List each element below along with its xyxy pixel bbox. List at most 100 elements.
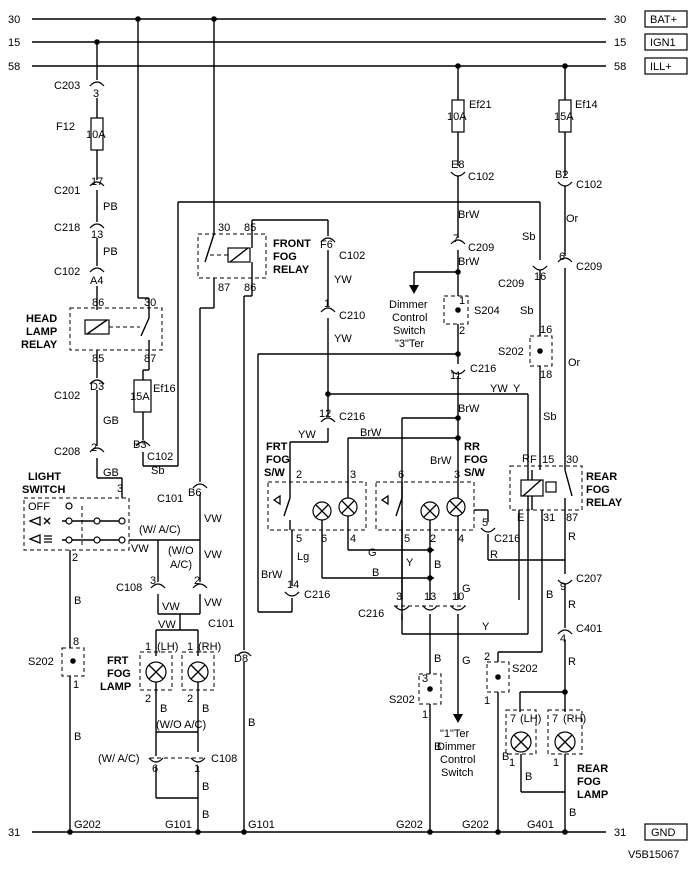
rr-fog-sw-title: S/W	[464, 467, 485, 479]
c216-pin3: 3	[396, 591, 402, 603]
c101-lamp-label: C101	[208, 618, 234, 630]
without-ac-note: A/C)	[170, 559, 192, 571]
splice-s204	[443, 295, 469, 325]
c401-pin: 4	[560, 633, 566, 645]
rear-lh-label: (LH)	[520, 713, 541, 725]
switch-contact	[118, 536, 126, 544]
c108-top-pin3: 3	[150, 575, 156, 587]
splice-s202-left	[61, 647, 85, 677]
frt-lamp-pin: 1	[145, 641, 151, 653]
rfr-pin: 15	[542, 454, 554, 466]
s202-pin1: 1	[422, 709, 428, 721]
splice-dot	[70, 658, 76, 664]
splice-dot	[455, 307, 461, 313]
wire-lg: Lg	[297, 551, 309, 563]
wire-b: B	[74, 595, 81, 607]
rail-58-left: 58	[8, 61, 20, 73]
wire-b: B	[569, 807, 576, 819]
rr-sw-pin: 2	[430, 533, 436, 545]
front-fog-relay-title: RELAY	[273, 264, 310, 276]
s202-pin1: 1	[484, 695, 490, 707]
c216-5-pin: 5	[482, 517, 488, 529]
s202-center-label: S202	[389, 694, 415, 706]
ffr-pin-87: 87	[218, 282, 230, 294]
c102-b2-label: C102	[576, 179, 602, 191]
rr-sw-pin: 5	[404, 533, 410, 545]
connector-c216-11	[450, 369, 466, 375]
rear-fog-lamps: 7 7 (LH) (RH) 1 1 REAR FOG LAMP B B G401	[505, 709, 608, 835]
wire-brw: BrW	[458, 209, 480, 221]
c207-label: C207	[576, 573, 602, 585]
arrow-down-icon	[409, 285, 419, 294]
rail-15-right: 15	[614, 37, 626, 49]
wire-brw: BrW	[360, 427, 382, 439]
c102-a4-label: C102	[54, 266, 80, 278]
wire-b: B	[160, 703, 167, 715]
ffr-pin-30: 30	[218, 222, 230, 234]
head-lamp-relay	[69, 307, 163, 351]
rfr-pin: 31	[543, 512, 555, 524]
c209-16-label: C209	[498, 278, 524, 290]
connector-c210	[320, 307, 336, 313]
ign-label-box	[644, 33, 688, 51]
connector-c216-12	[320, 417, 336, 423]
wire-b: B	[202, 781, 209, 793]
front-fog-lamps: C108 3 2 VW VW VW C101 (LH) (RH) 1 1 2 2…	[98, 575, 237, 835]
d8-label: D8	[234, 653, 248, 665]
ground-g202: G202	[396, 819, 423, 831]
wire-vw: VW	[204, 549, 222, 561]
rfr-pin: E	[517, 512, 524, 524]
s204-label: S204	[474, 305, 500, 317]
c210-pin: 1	[324, 298, 330, 310]
wire-vw: VW	[158, 619, 176, 631]
c216-pin10: 10	[452, 591, 464, 603]
wire-yw: YW	[334, 333, 352, 345]
ign-label: IGN1	[650, 37, 676, 49]
c201-pin: 17	[91, 176, 103, 188]
power-rails: 30 15 58 31 30 15 58 31 BAT+ IGN1 ILL+ G…	[8, 10, 688, 841]
ill-label: ILL+	[650, 61, 672, 73]
c203-pin: 3	[93, 88, 99, 100]
splice-dot	[495, 674, 501, 680]
rr-sw-pin: 6	[398, 469, 404, 481]
ground-g101: G101	[165, 819, 192, 831]
wire-b: B	[202, 809, 209, 821]
light-switch-pin2: 2	[72, 552, 78, 564]
wire-r: R	[568, 531, 576, 543]
connector-c209-7	[450, 239, 466, 245]
rear-fog-lamp-title: REAR	[577, 763, 608, 775]
frt-lh-label: (LH)	[157, 641, 178, 653]
wire-or: Or	[568, 357, 581, 369]
wire-vw: VW	[162, 601, 180, 613]
rear-fog-relay-title: FOG	[586, 484, 610, 496]
rear-lamp-pin: 7	[552, 713, 558, 725]
light-switch: LIGHT SWITCH OFF 2 VW	[22, 471, 200, 564]
connector-c102-e8	[450, 171, 466, 177]
lamp-bulb-icon	[148, 664, 164, 680]
light-switch-box	[23, 497, 130, 551]
connector-c209-6	[557, 257, 573, 263]
s202-pin18: 18	[540, 369, 552, 381]
ground-g202: G202	[74, 819, 101, 831]
connector-c102-d3	[89, 379, 105, 385]
rfr-pin: 30	[566, 454, 578, 466]
wire-y: Y	[513, 383, 521, 395]
s202-rear-label: S202	[512, 663, 538, 675]
front-fog-relay-title: FRONT	[273, 238, 311, 250]
c108-bottom-pin1: 1	[194, 763, 200, 775]
wire-b: B	[372, 567, 379, 579]
relay-diode-icon	[545, 481, 557, 493]
s202-pin1: 1	[73, 679, 79, 691]
c216-14-label: C216	[304, 589, 330, 601]
ground-g101: G101	[248, 819, 275, 831]
rail-30-left: 30	[8, 14, 20, 26]
with-ac-note: (W/ A/C)	[98, 753, 140, 765]
wire-b: B	[434, 559, 441, 571]
wire-b: B	[74, 731, 81, 743]
wire-b: B	[434, 741, 441, 753]
s204-pin1: 1	[459, 295, 465, 307]
switch-contact	[93, 536, 101, 544]
ef14-amp: 15A	[554, 111, 574, 123]
connector-c101-b6	[192, 483, 208, 489]
